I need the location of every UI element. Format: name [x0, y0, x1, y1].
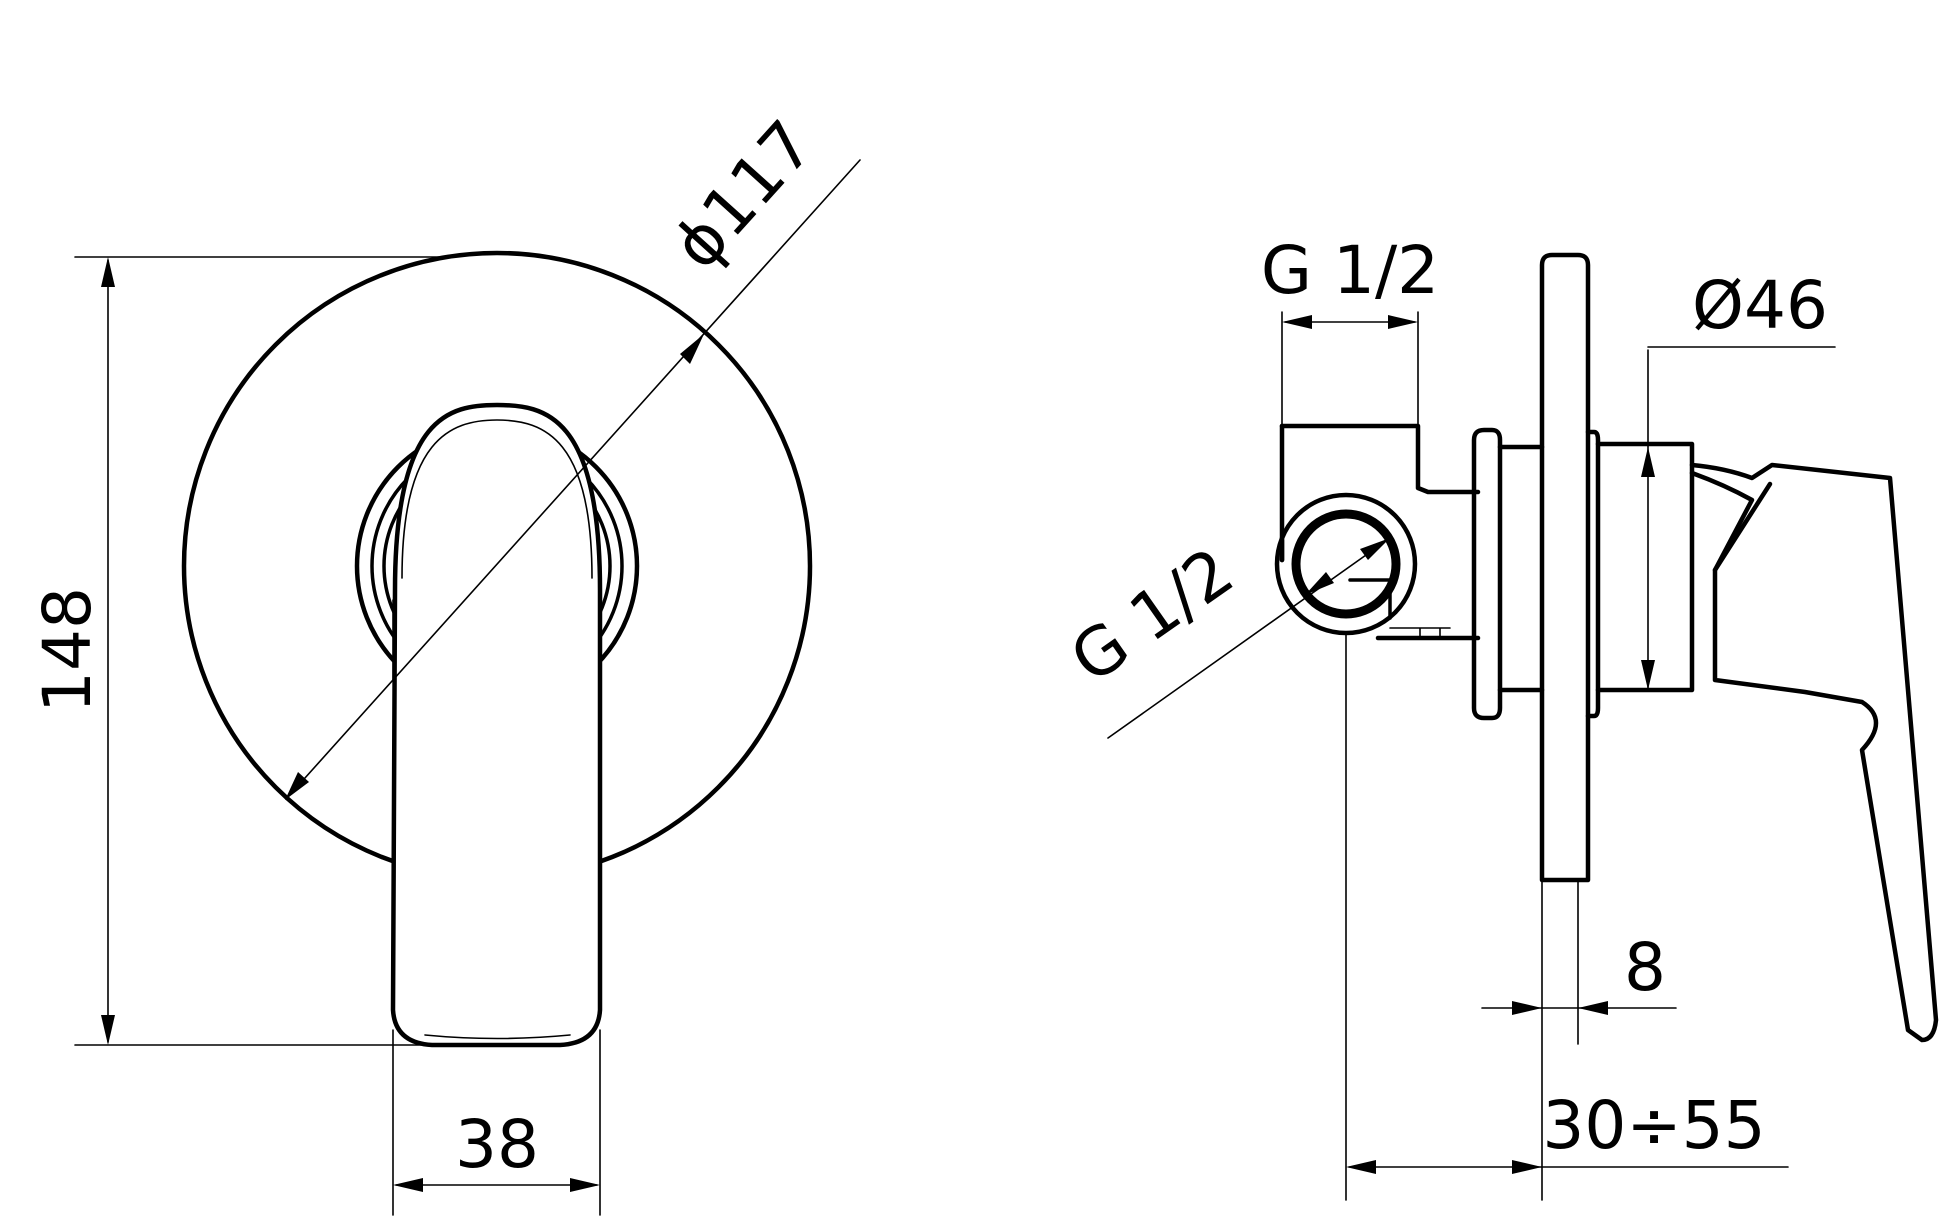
trim-ring	[1585, 429, 1601, 719]
plate-thick-arrow-left	[1512, 1001, 1542, 1015]
lever-side-joint	[1689, 470, 1755, 573]
depth-arrow-right	[1512, 1160, 1542, 1174]
depth-arrow-left	[1346, 1160, 1376, 1174]
width-arrow-left	[393, 1178, 423, 1192]
outlet-ring-outer	[1274, 492, 1418, 636]
diameter-arrow-upper	[680, 334, 704, 364]
top-thread-label: G 1/2	[1261, 232, 1439, 309]
top-thread-arrow-left	[1282, 315, 1312, 329]
height-arrow-top	[101, 257, 115, 287]
body-diam-arrow-bottom	[1641, 660, 1655, 690]
height-arrow-bottom	[101, 1015, 115, 1045]
installation-depth-label: 30÷55	[1542, 1087, 1765, 1164]
front-view: 148 ϕ117 38	[29, 106, 861, 1216]
lever-side-outline	[1689, 462, 1939, 1043]
diameter-dimension-label: ϕ117	[658, 106, 829, 283]
side-view: G 1/2 G 1/2 Ø46 8 30÷55	[1057, 232, 1939, 1201]
diameter-arrow-lower	[285, 772, 309, 800]
plate-thickness-label: 8	[1624, 929, 1666, 1006]
outlet-square-detail	[1348, 578, 1392, 620]
top-thread-arrow-right	[1388, 315, 1418, 329]
diameter-dim-line	[286, 159, 861, 799]
lever-bottom-edge	[424, 1034, 571, 1040]
lever-outline	[390, 402, 603, 1048]
body-upper-block	[1279, 423, 1481, 495]
side-thread-label: G 1/2	[1057, 533, 1247, 698]
plate-thick-arrow-right	[1578, 1001, 1608, 1015]
side-thread-arrow	[1360, 538, 1390, 560]
width-arrow-right	[570, 1178, 600, 1192]
wall-plate	[1539, 252, 1591, 883]
body-diameter-label: Ø46	[1692, 267, 1828, 344]
flange	[1471, 427, 1503, 721]
side-thread-leader	[1107, 537, 1391, 739]
width-dimension-label: 38	[455, 1106, 539, 1183]
outlet-ring-inner	[1291, 509, 1401, 619]
body-diam-arrow-top	[1641, 447, 1655, 477]
body-lower-detail	[1389, 627, 1451, 639]
escutcheon-body	[1595, 441, 1695, 693]
height-dimension-label: 148	[29, 587, 106, 713]
side-thread-arrow-2	[1305, 572, 1334, 595]
lever-top-edge	[401, 419, 593, 579]
